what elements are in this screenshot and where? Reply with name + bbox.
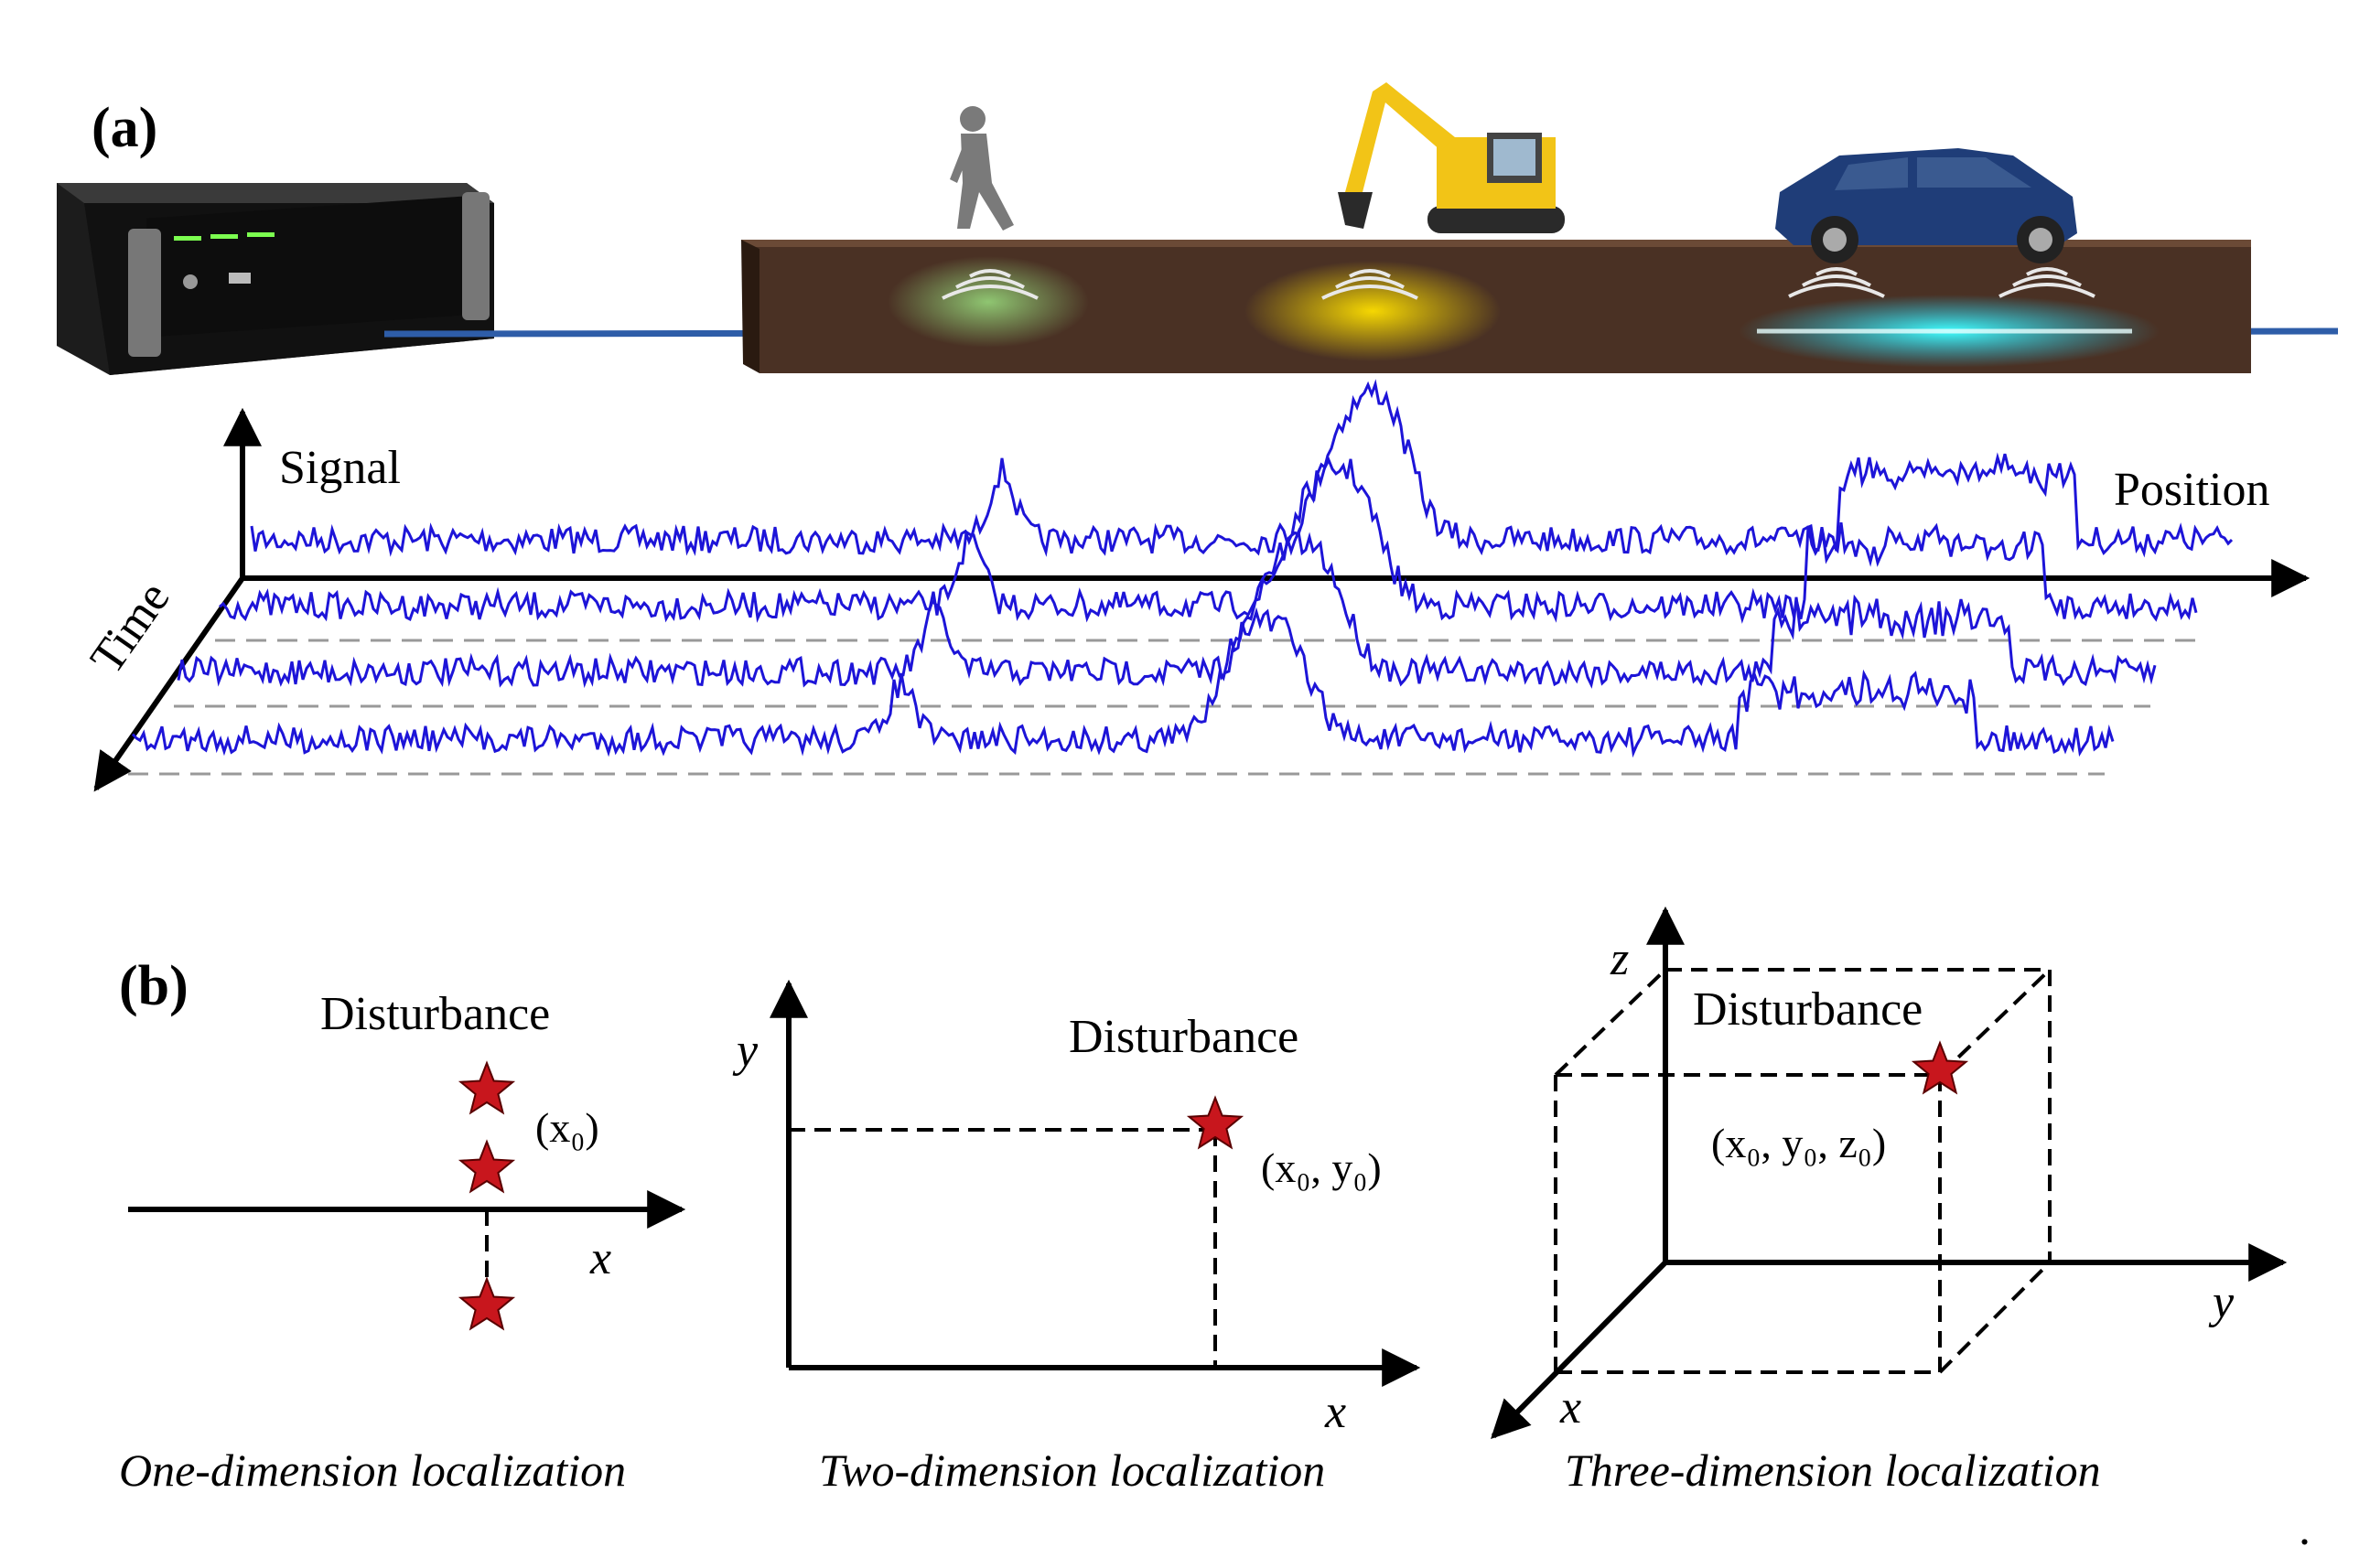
one-d-disturbance-label: Disturbance bbox=[320, 988, 550, 1040]
disturbance-star-icon bbox=[458, 1139, 516, 1194]
signal-trace bbox=[250, 379, 2234, 558]
time-axis-label: Time bbox=[81, 573, 180, 683]
three-d-x-label: x bbox=[1559, 1381, 1581, 1434]
panel-a-label: (a) bbox=[92, 97, 157, 159]
three-dimension-diagram: z y x Disturbance (x₀, y₀, z₀) Three-dim… bbox=[1491, 906, 2288, 1496]
excavator-vibration-glow bbox=[1244, 261, 1501, 361]
two-d-disturbance-label: Disturbance bbox=[1069, 1011, 1298, 1063]
three-d-dashed-box bbox=[1554, 968, 2052, 1374]
position-axis-label: Position bbox=[2114, 464, 2270, 516]
disturbance-star-icon bbox=[1911, 1040, 1969, 1095]
three-d-x-axis bbox=[1491, 1260, 1668, 1439]
two-d-x-label: x bbox=[1324, 1386, 1346, 1438]
disturbance-star-icon bbox=[1186, 1095, 1244, 1150]
three-d-y-label: y bbox=[2208, 1276, 2235, 1328]
signal-trace bbox=[219, 456, 2198, 624]
two-d-coordinate-label: (x₀, y₀) bbox=[1261, 1144, 1382, 1191]
three-d-coordinate-label: (x₀, y₀, z₀) bbox=[1711, 1120, 1886, 1166]
two-d-caption: Two-dimension localization bbox=[819, 1444, 1325, 1496]
panel-b-label: (b) bbox=[119, 955, 189, 1017]
trailing-period: . bbox=[2299, 1503, 2311, 1555]
three-d-z-label: z bbox=[1610, 933, 1629, 985]
pedestrian-vibration-glow bbox=[888, 256, 1089, 348]
signal-axis-label: Signal bbox=[279, 442, 401, 494]
suv-car-icon bbox=[1775, 148, 2077, 263]
disturbance-star-icon bbox=[458, 1276, 516, 1331]
three-d-caption: Three-dimension localization bbox=[1565, 1444, 2101, 1496]
three-d-disturbance-label: Disturbance bbox=[1693, 983, 1923, 1036]
vibration-waves-icon bbox=[942, 267, 2095, 300]
signal-trace bbox=[131, 607, 2115, 758]
walking-person-icon bbox=[950, 106, 1014, 231]
signal-axes bbox=[93, 407, 2311, 792]
signal-trace bbox=[177, 527, 2157, 689]
signal-traces bbox=[131, 379, 2234, 758]
panel-b: (b) Disturbance x (x₀) One-dimension loc… bbox=[119, 906, 2311, 1555]
one-d-x-label: x bbox=[589, 1232, 611, 1284]
trace-baselines bbox=[128, 639, 2196, 776]
two-d-y-label: y bbox=[732, 1025, 759, 1077]
panel-a: (a) bbox=[57, 82, 2339, 792]
one-dimension-diagram: Disturbance x (x₀) One-dimension localiz… bbox=[119, 988, 686, 1496]
excavator-icon bbox=[1338, 82, 1565, 233]
one-d-caption: One-dimension localization bbox=[119, 1444, 626, 1496]
one-d-coordinate-label: (x₀) bbox=[535, 1104, 599, 1151]
interrogator-unit-icon bbox=[57, 183, 494, 375]
time-axis bbox=[93, 576, 245, 792]
two-dimension-diagram: y x Disturbance (x₀, y₀) Two-dimension l… bbox=[732, 979, 1421, 1496]
disturbance-star-icon bbox=[458, 1060, 516, 1115]
